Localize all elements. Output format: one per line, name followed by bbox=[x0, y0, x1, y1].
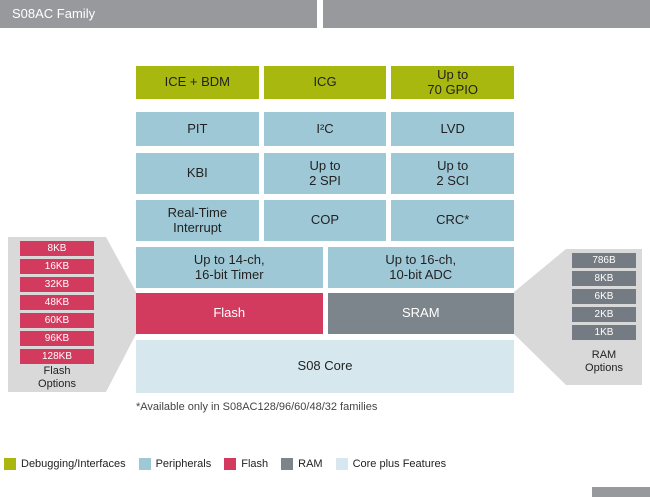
block-flash: Flash bbox=[136, 293, 323, 334]
block-crc: CRC* bbox=[391, 200, 515, 241]
ram-option-item: 786B bbox=[572, 253, 636, 268]
legend-label-core: Core plus Features bbox=[352, 458, 447, 470]
peripheral-row-1: PIT I²C LVD bbox=[136, 112, 515, 146]
peripheral-row-4: Up to 14-ch, 16-bit Timer Up to 16-ch, 1… bbox=[136, 247, 514, 288]
ram-option-item: 6KB bbox=[572, 289, 636, 304]
block-i2c: I²C bbox=[263, 112, 387, 146]
legend-label-peripherals: Peripherals bbox=[155, 458, 212, 470]
legend-item-flash: Flash bbox=[224, 458, 268, 470]
block-spi: Up to 2 SPI bbox=[263, 153, 387, 194]
block-timer: Up to 14-ch, 16-bit Timer bbox=[136, 247, 323, 288]
legend-label-flash: Flash bbox=[241, 458, 269, 470]
debug-interface-row: ICE + BDM ICG Up to 70 GPIO bbox=[136, 66, 515, 99]
flash-option-item: 8KB bbox=[20, 241, 94, 256]
flash-option-item: 16KB bbox=[20, 259, 94, 274]
block-pit: PIT bbox=[136, 112, 259, 146]
footer-bar bbox=[592, 487, 650, 497]
ram-option-item: 1KB bbox=[572, 325, 636, 340]
ram-options-label: RAM Options bbox=[585, 349, 623, 375]
legend-swatch-peripherals bbox=[138, 458, 151, 470]
block-lvd: LVD bbox=[391, 112, 515, 146]
flash-option-item: 128KB bbox=[20, 349, 94, 364]
legend-item-debugging: Debugging/Interfaces bbox=[4, 458, 126, 470]
legend-item-peripherals: Peripherals bbox=[138, 458, 212, 470]
legend-label-debugging: Debugging/Interfaces bbox=[21, 458, 126, 470]
peripheral-row-2: KBI Up to 2 SPI Up to 2 SCI bbox=[136, 153, 515, 194]
block-cop: COP bbox=[263, 200, 387, 241]
header-bar-left: S08AC Family bbox=[0, 0, 317, 28]
page-title: S08AC Family bbox=[12, 6, 96, 21]
block-gpio: Up to 70 GPIO bbox=[391, 66, 515, 99]
block-sram: SRAM bbox=[327, 293, 514, 334]
peripheral-row-3: Real-Time Interrupt COP CRC* bbox=[136, 200, 515, 241]
legend-swatch-flash bbox=[224, 458, 237, 470]
flash-option-item: 60KB bbox=[20, 313, 94, 328]
legend-item-ram: RAM bbox=[281, 458, 323, 470]
block-real-time-interrupt: Real-Time Interrupt bbox=[136, 200, 259, 241]
block-icg: ICG bbox=[263, 66, 387, 99]
core-row: S08 Core bbox=[136, 340, 514, 393]
legend-swatch-debugging bbox=[4, 458, 16, 470]
ram-options-panel: 786B 8KB 6KB 2KB 1KB bbox=[572, 253, 636, 340]
block-adc: Up to 16-ch, 10-bit ADC bbox=[327, 247, 514, 288]
block-s08-core: S08 Core bbox=[136, 340, 514, 393]
legend: Debugging/Interfaces Peripherals Flash R… bbox=[4, 458, 446, 470]
memory-row: Flash SRAM bbox=[136, 293, 514, 334]
ram-option-item: 2KB bbox=[572, 307, 636, 322]
flash-option-item: 48KB bbox=[20, 295, 94, 310]
legend-swatch-core bbox=[335, 458, 348, 470]
flash-option-item: 96KB bbox=[20, 331, 94, 346]
footnote: *Available only in S08AC128/96/60/48/32 … bbox=[136, 401, 378, 413]
flash-options-label: Flash Options bbox=[38, 365, 76, 391]
legend-item-core: Core plus Features bbox=[335, 458, 447, 470]
header-bar-right bbox=[323, 0, 650, 28]
block-sci: Up to 2 SCI bbox=[391, 153, 515, 194]
legend-label-ram: RAM bbox=[298, 458, 323, 470]
flash-option-item: 32KB bbox=[20, 277, 94, 292]
block-ice-bdm: ICE + BDM bbox=[136, 66, 259, 99]
legend-swatch-ram bbox=[281, 458, 294, 470]
flash-options-panel: 8KB 16KB 32KB 48KB 60KB 96KB 128KB bbox=[20, 241, 94, 364]
ram-option-item: 8KB bbox=[572, 271, 636, 286]
block-kbi: KBI bbox=[136, 153, 259, 194]
